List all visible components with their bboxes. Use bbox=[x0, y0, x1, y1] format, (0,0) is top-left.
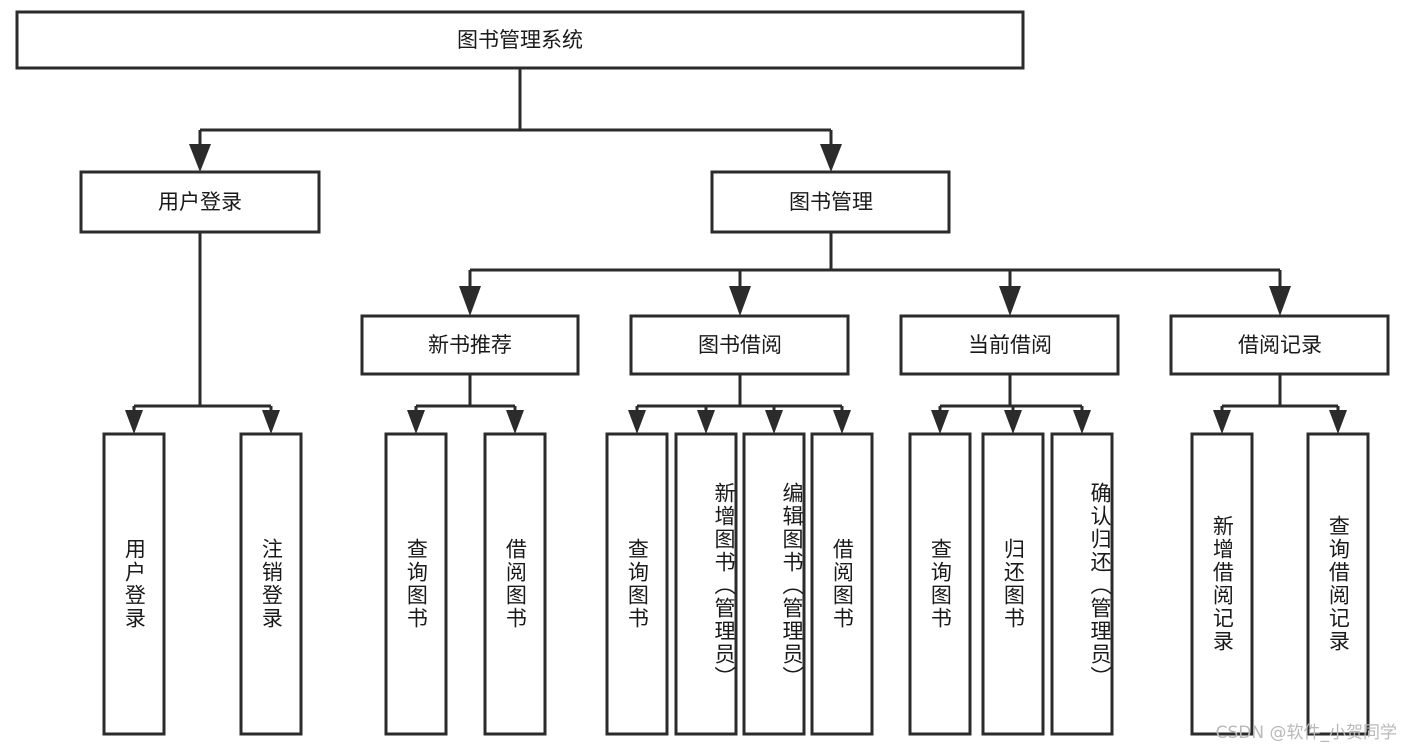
node-current-borrow-label: 当前借阅 bbox=[968, 333, 1052, 357]
arrow-head-to-leaf-add-book bbox=[697, 410, 715, 434]
node-user-login-label: 用户登录 bbox=[158, 190, 242, 214]
leaf-return-book-box[interactable] bbox=[981, 432, 1045, 736]
arrow-head-to-leaf-user-logout bbox=[262, 410, 280, 434]
arrow-head-to-leaf-query-record bbox=[1329, 410, 1347, 434]
leaf-query-book-1-box[interactable] bbox=[384, 432, 448, 736]
node-root-label: 图书管理系统 bbox=[457, 28, 583, 52]
connectors-borrow-record-to-leaves bbox=[1213, 374, 1347, 434]
node-new-book-rec-box[interactable] bbox=[360, 314, 580, 376]
node-borrow-record-box[interactable] bbox=[1169, 314, 1390, 376]
csdn-watermark: CSDN @软件_小贺同学 bbox=[1215, 723, 1397, 743]
arrow-head-to-leaf-confirm-return bbox=[1073, 410, 1091, 434]
connectors-book-borrow-to-leaves bbox=[628, 374, 851, 434]
connectors-new-book-rec-to-leaves bbox=[407, 374, 524, 434]
arrow-head-to-leaf-query-book-2 bbox=[628, 410, 646, 434]
leaf-user-login-box[interactable] bbox=[102, 432, 166, 736]
arrow-head-to-user-login bbox=[189, 144, 211, 172]
connectors-user-login-to-leaves bbox=[125, 232, 280, 434]
leaf-borrow-book-2-box[interactable] bbox=[810, 432, 874, 736]
arrow-head-to-leaf-query-book-1 bbox=[407, 410, 425, 434]
leaf-add-record-box[interactable] bbox=[1190, 432, 1254, 736]
node-borrow-record[interactable]: 借阅记录 bbox=[1169, 314, 1390, 376]
leaf-edit-book-box[interactable] bbox=[742, 432, 806, 736]
leaf-borrow-book-1-box[interactable] bbox=[483, 432, 547, 736]
node-current-borrow-box[interactable] bbox=[899, 314, 1120, 376]
node-book-borrow-label: 图书借阅 bbox=[698, 333, 782, 357]
arrow-head-to-current-borrow bbox=[999, 286, 1021, 316]
arrow-head-to-borrow-record bbox=[1269, 286, 1291, 316]
arrow-head-to-leaf-query-book-3 bbox=[931, 410, 949, 434]
node-current-borrow[interactable]: 当前借阅 bbox=[899, 314, 1120, 376]
leaf-confirm-return-box[interactable] bbox=[1050, 432, 1114, 736]
node-book-manage-box[interactable] bbox=[710, 170, 951, 234]
arrow-head-to-leaf-return-book bbox=[1004, 410, 1022, 434]
leaf-user-logout-box[interactable] bbox=[239, 432, 303, 736]
node-book-borrow-box[interactable] bbox=[629, 314, 850, 376]
arrow-head-to-book-borrow bbox=[729, 286, 751, 316]
leaf-query-book-3-box[interactable] bbox=[908, 432, 972, 736]
arrow-head-to-leaf-borrow-book-2 bbox=[833, 410, 851, 434]
node-user-login[interactable]: 用户登录 bbox=[79, 170, 321, 234]
node-root[interactable]: 图书管理系统 bbox=[15, 10, 1025, 70]
node-new-book-rec[interactable]: 新书推荐 bbox=[360, 314, 580, 376]
node-book-manage[interactable]: 图书管理 bbox=[710, 170, 951, 234]
connectors-root-to-level2 bbox=[189, 68, 842, 172]
arrow-head-to-book-manage bbox=[820, 144, 842, 172]
arrow-head-to-leaf-user-login bbox=[125, 410, 143, 434]
leaf-query-record-box[interactable] bbox=[1306, 432, 1370, 736]
arrow-head-to-new-book-rec bbox=[459, 286, 481, 316]
leaf-add-book-box[interactable] bbox=[674, 432, 738, 736]
leaf-boxes bbox=[102, 432, 1370, 736]
node-book-borrow[interactable]: 图书借阅 bbox=[629, 314, 850, 376]
leaf-query-book-2-box[interactable] bbox=[605, 432, 669, 736]
node-borrow-record-label: 借阅记录 bbox=[1238, 333, 1322, 357]
arrow-head-to-leaf-add-record bbox=[1213, 410, 1231, 434]
arrow-head-to-leaf-borrow-book-1 bbox=[506, 410, 524, 434]
arrow-head-to-leaf-edit-book bbox=[765, 410, 783, 434]
node-new-book-rec-label: 新书推荐 bbox=[428, 333, 512, 357]
node-book-manage-label: 图书管理 bbox=[789, 190, 873, 214]
connectors-current-borrow-to-leaves bbox=[931, 374, 1091, 434]
node-user-login-box[interactable] bbox=[79, 170, 321, 234]
node-root-box[interactable] bbox=[15, 10, 1025, 70]
connectors-book-manage-to-level3 bbox=[459, 232, 1291, 316]
